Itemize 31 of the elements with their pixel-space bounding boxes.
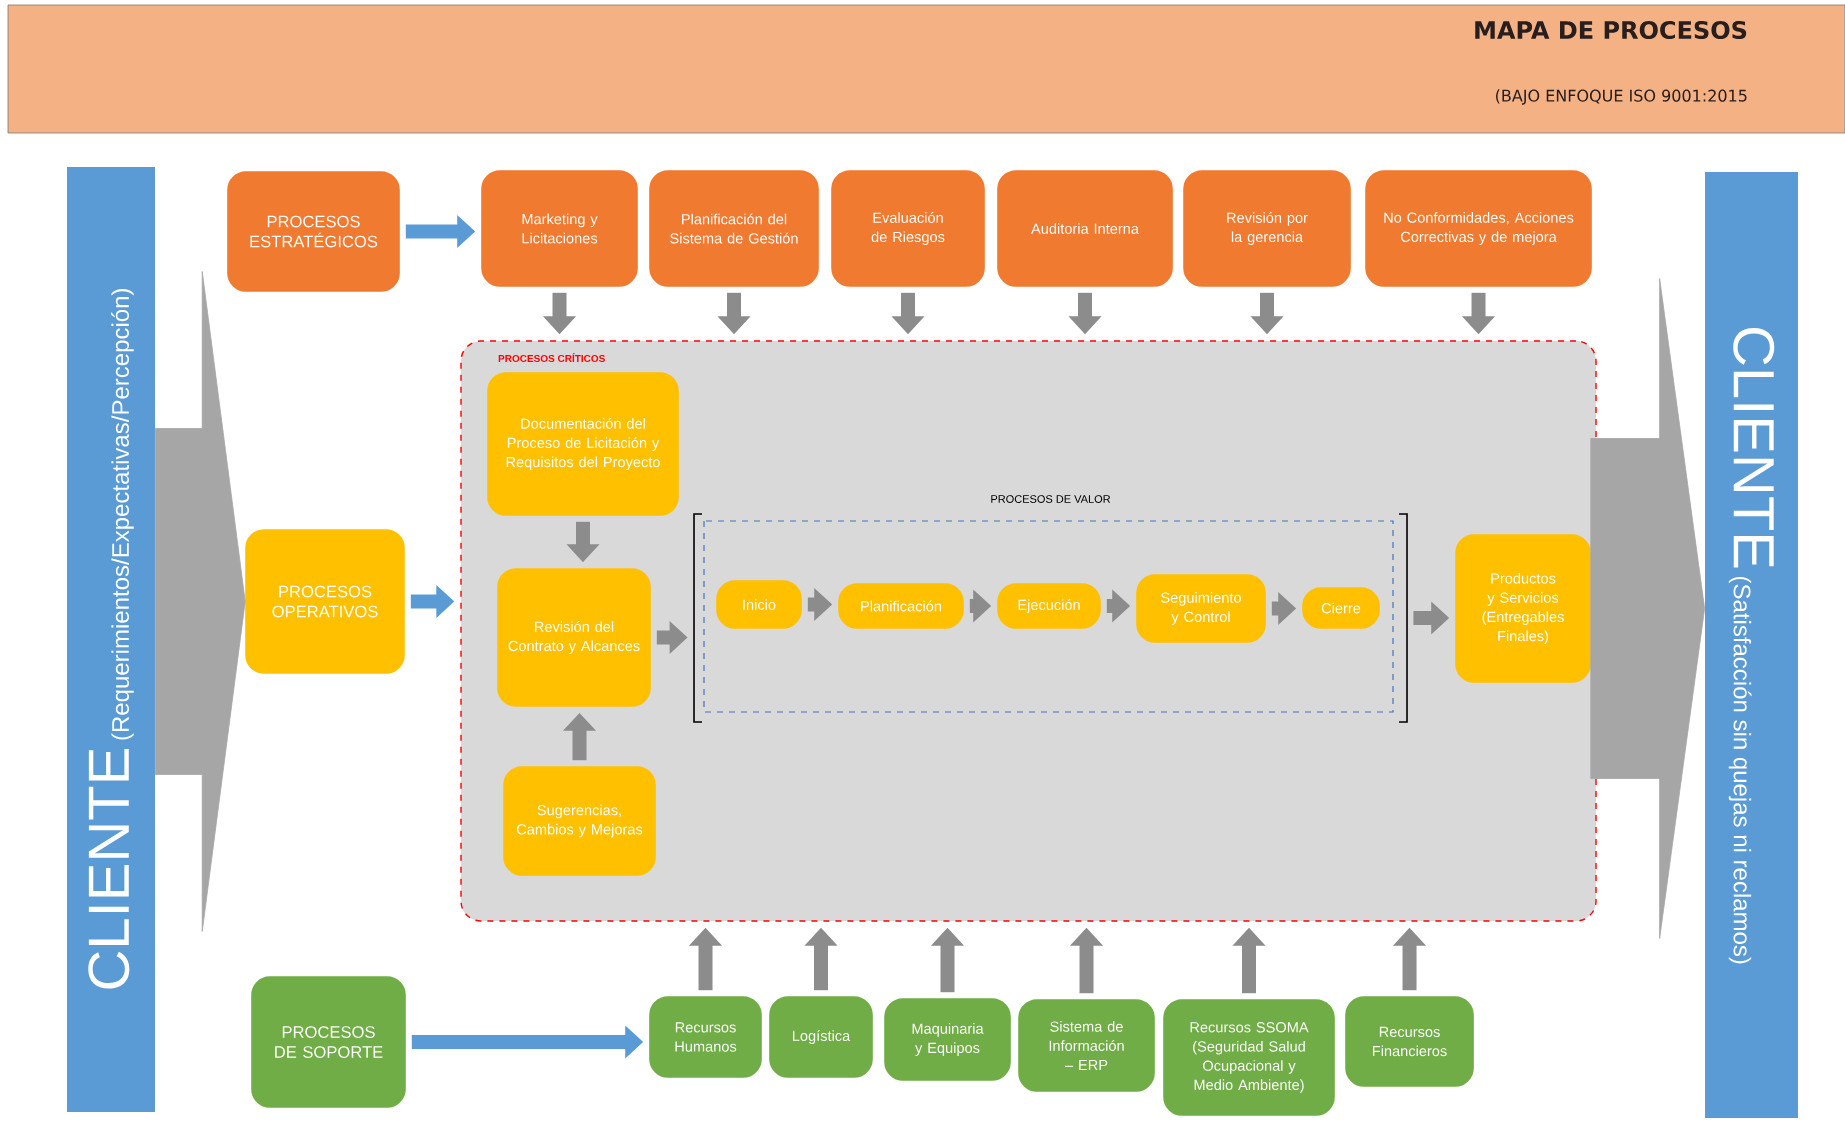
process-box: Productos y Servicios (Entregables Finales) bbox=[1455, 534, 1591, 683]
process-box: PROCESOS OPERATIVOS bbox=[245, 529, 405, 674]
process-box: Evaluación de Riesgos bbox=[831, 170, 985, 287]
process-box: Planificación bbox=[838, 583, 964, 629]
process-box: Planificación del Sistema de Gestión bbox=[649, 170, 819, 287]
client-bar: CLIENTE (Requerimientos/Expectativas/Percepción) bbox=[67, 167, 155, 1112]
process-box: Sistema de Información – ERP bbox=[1018, 999, 1155, 1092]
process-box: Recursos Humanos bbox=[649, 996, 762, 1078]
title: MAPA DE PROCESOS bbox=[1475, 20, 1747, 40]
process-box: Marketing y Licitaciones bbox=[481, 170, 638, 287]
chevron-arrow bbox=[155, 271, 246, 932]
chevron-arrow bbox=[1590, 278, 1705, 939]
subtitle: (BAJO ENFOQUE ISO 9001:2015 bbox=[1496, 89, 1747, 105]
process-box: Sugerencias, Cambios y Mejoras bbox=[503, 766, 656, 876]
process-box: Auditoria Interna bbox=[997, 170, 1173, 287]
process-box: Recursos SSOMA (Seguridad Salud Ocupacional y Medio Ambiente) bbox=[1163, 999, 1335, 1116]
process-box: Maquinaria y Equipos bbox=[884, 998, 1011, 1081]
process-box: Cierre bbox=[1302, 587, 1380, 629]
process-box: Seguimiento y Control bbox=[1136, 574, 1266, 643]
process-box: No Conformidades, Acciones Correctivas y de mejora bbox=[1365, 170, 1592, 287]
process-box: Documentación del Proceso de Licitación y Requisitos del Proyecto bbox=[487, 372, 679, 516]
process-box: Inicio bbox=[716, 580, 802, 629]
client-bar: CLIENTE (Satisfacción sin quejas ni reclamos) bbox=[1705, 172, 1798, 1118]
node-label: PROCESOS DE VALOR bbox=[991, 495, 1111, 503]
process-box: PROCESOS DE SOPORTE bbox=[251, 976, 406, 1108]
process-box: Ejecución bbox=[997, 583, 1101, 629]
process-box: Recursos Financieros bbox=[1345, 996, 1474, 1087]
process-box: PROCESOS ESTRATÉGICOS bbox=[227, 171, 400, 292]
process-box: Logística bbox=[769, 996, 873, 1078]
process-box: Revisión del Contrato y Alcances bbox=[497, 568, 651, 707]
process-box: Revisión por la gerencia bbox=[1183, 170, 1351, 287]
